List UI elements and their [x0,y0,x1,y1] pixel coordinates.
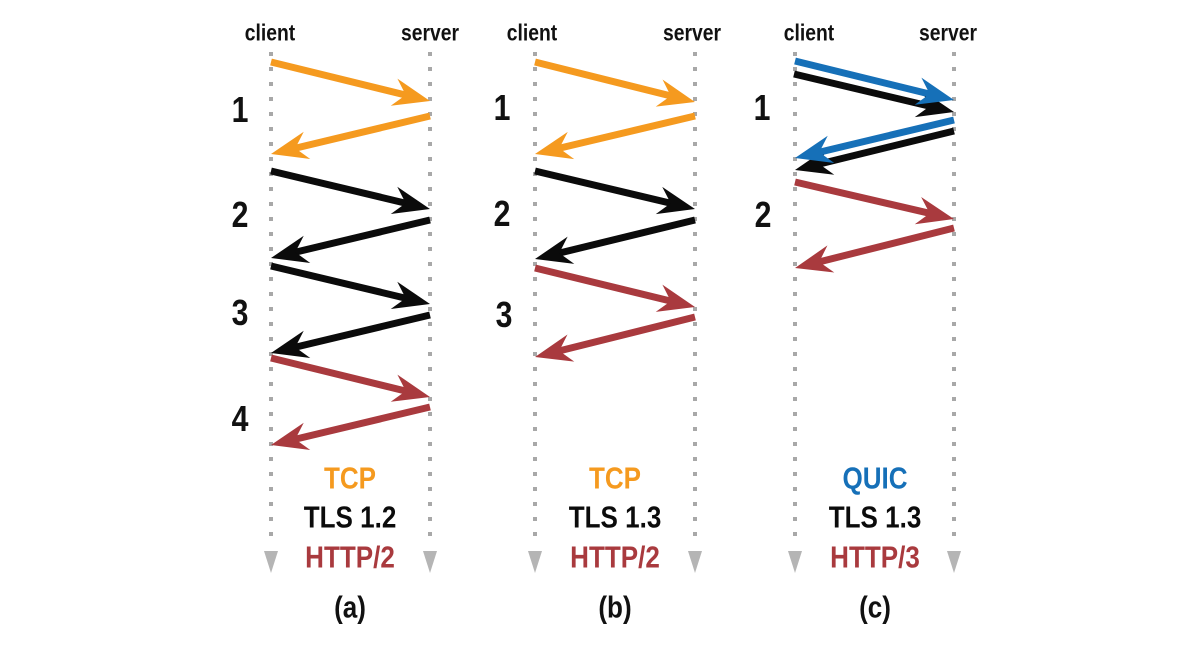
lifeline-end-arrowhead-icon [528,551,542,573]
message-arrow-head-icon [271,330,311,359]
message-arrow-head-icon [914,89,954,118]
message-arrow-shaft [289,403,431,444]
message-arrow-shaft [270,354,412,396]
round-trip-number: 1 [753,87,771,128]
message-arrow-shaft [270,58,412,100]
lifeline-end-arrowhead-icon [947,551,961,573]
message-arrow-head-icon [795,245,835,273]
message-arrow-head-icon [914,196,954,225]
round-trip-number: 2 [231,194,249,235]
message-arrow-head-icon [795,135,835,164]
round-trip-number: 2 [754,194,772,235]
message-arrow-shaft [289,216,431,257]
message-arrow-head-icon [271,131,311,160]
round-trip-number: 4 [231,398,249,439]
lifeline-end-arrowhead-icon [423,551,437,573]
panel-caption: (a) [334,589,366,625]
message-arrow-shaft [534,58,677,101]
message-arrow-head-icon [390,374,430,402]
protocol-label: HTTP/3 [830,539,920,575]
message-arrow-shaft [289,311,431,352]
protocol-label: HTTP/2 [570,539,660,575]
message-arrow-shaft [813,127,955,169]
message-arrow-head-icon [914,77,954,105]
message-arrow-head-icon [535,131,575,160]
message-arrow-head-icon [271,235,311,264]
message-arrow-shaft [270,167,412,208]
message-arrow-head-icon [271,422,311,451]
message-arrow-head-icon [655,79,695,107]
message-arrow-shaft [794,178,936,218]
message-arrow-shaft [553,313,696,356]
message-arrow-shaft [553,216,696,258]
protocol-label: TLS 1.2 [303,499,397,535]
message-arrow-shaft [534,167,677,208]
protocol-label: HTTP/2 [305,539,395,575]
client-label: client [244,19,296,46]
message-arrow-shaft [794,57,936,99]
message-arrow-head-icon [795,147,835,175]
round-trip-number: 1 [231,89,249,130]
message-arrow-head-icon [535,236,575,264]
protocol-label: QUIC [842,460,908,496]
protocol-label: TCP [588,460,642,496]
server-label: server [400,19,460,46]
server-label: server [662,19,722,46]
panel-caption: (c) [859,589,891,625]
client-label: client [783,19,835,46]
message-arrow-head-icon [655,186,695,215]
message-arrow-head-icon [535,334,575,362]
client-label: client [506,19,558,46]
round-trip-number: 3 [495,294,513,335]
protocol-label: TLS 1.3 [568,499,662,535]
message-arrow-shaft [793,70,936,111]
message-arrow-shaft [813,116,955,157]
round-trip-number: 3 [231,292,249,333]
server-label: server [918,19,978,46]
panel-caption: (b) [598,589,632,625]
message-arrow-shaft [289,112,431,153]
round-trip-number: 1 [493,87,511,128]
lifeline-end-arrowhead-icon [688,551,702,573]
lifeline-end-arrowhead-icon [264,551,278,573]
round-trip-number: 2 [493,193,511,234]
message-arrow-shaft [534,264,677,306]
protocol-label: TCP [323,460,377,496]
message-arrow-head-icon [390,186,430,215]
message-arrow-shaft [553,112,696,153]
message-arrow-head-icon [655,284,695,312]
protocol-label: TLS 1.3 [828,499,922,535]
message-arrow-head-icon [390,281,430,310]
message-arrow-shaft [813,224,955,267]
message-arrow-head-icon [390,78,430,106]
lifeline-end-arrowhead-icon [788,551,802,573]
message-arrow-shaft [270,262,412,303]
